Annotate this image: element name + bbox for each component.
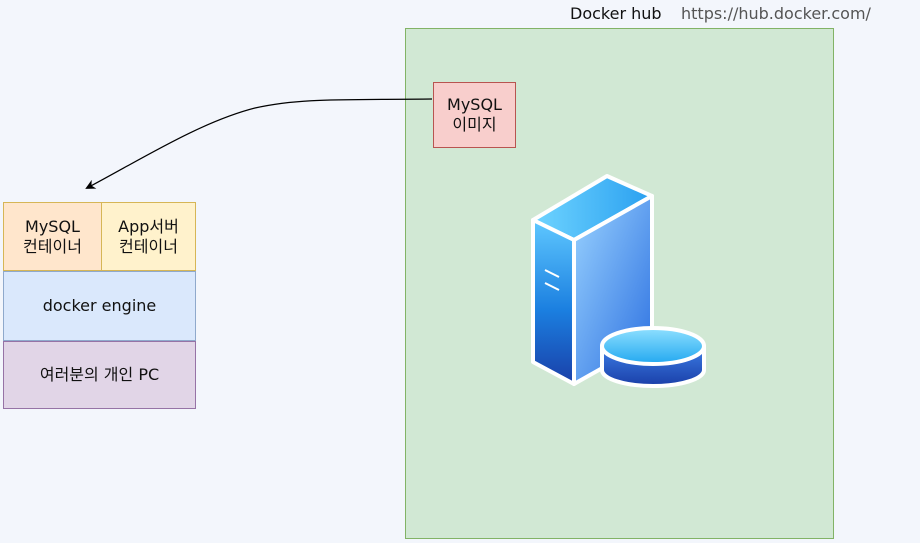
mysql-image-box[interactable]: MySQL 이미지 [433, 82, 516, 148]
app-container-line1: App서버 [118, 216, 179, 236]
app-container-line2: 컨테이너 [119, 236, 178, 256]
docker-hub-url[interactable]: https://hub.docker.com/ [681, 4, 871, 23]
mysql-container-line2: 컨테이너 [23, 236, 82, 256]
pull-arrow [85, 98, 433, 189]
docker-engine-label: docker engine [42, 296, 157, 315]
docker-engine-box[interactable]: docker engine [3, 271, 196, 341]
mysql-container-box[interactable]: MySQL 컨테이너 [3, 202, 102, 271]
docker-hub-label: Docker hub [570, 4, 662, 23]
mysql-image-line1: MySQL [447, 95, 502, 114]
app-container-box[interactable]: App서버 컨테이너 [101, 202, 196, 271]
personal-pc-box[interactable]: 여러분의 개인 PC [3, 341, 196, 409]
server-database-icon [531, 174, 706, 388]
personal-pc-label: 여러분의 개인 PC [39, 365, 160, 384]
mysql-image-line2: 이미지 [452, 115, 497, 134]
mysql-container-line1: MySQL [25, 216, 80, 236]
